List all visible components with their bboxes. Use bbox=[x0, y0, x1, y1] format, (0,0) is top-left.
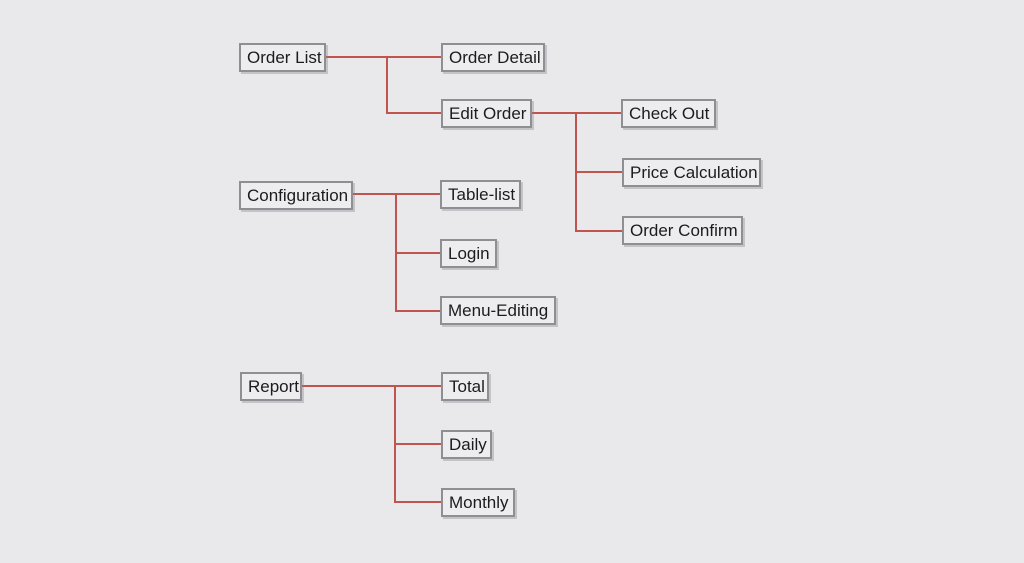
node-order-detail: Order Detail bbox=[441, 43, 545, 72]
node-report: Report bbox=[240, 372, 302, 401]
node-check-out: Check Out bbox=[621, 99, 716, 128]
node-monthly: Monthly bbox=[441, 488, 515, 517]
node-menu-editing: Menu-Editing bbox=[440, 296, 556, 325]
node-daily: Daily bbox=[441, 430, 492, 459]
node-order-confirm: Order Confirm bbox=[622, 216, 743, 245]
node-price-calculation: Price Calculation bbox=[622, 158, 761, 187]
edge-order-list-edit-order-stub bbox=[386, 112, 441, 114]
edge-order-list-edit-order-vertical bbox=[386, 56, 388, 114]
edge-report-monthly-stub bbox=[394, 501, 441, 503]
node-table-list: Table-list bbox=[440, 180, 521, 209]
edge-edit-order-price-calculation-stub bbox=[575, 171, 622, 173]
node-total: Total bbox=[441, 372, 489, 401]
edge-report-daily-stub bbox=[394, 443, 441, 445]
edge-configuration-menu-editing-stub bbox=[395, 310, 440, 312]
edge-configuration-login-stub bbox=[395, 252, 440, 254]
node-edit-order: Edit Order bbox=[441, 99, 532, 128]
node-order-list: Order List bbox=[239, 43, 326, 72]
edge-order-list-order-detail bbox=[326, 56, 441, 58]
edge-report-total bbox=[302, 385, 441, 387]
edge-edit-order-order-confirm-stub bbox=[575, 230, 622, 232]
node-configuration: Configuration bbox=[239, 181, 353, 210]
node-login: Login bbox=[440, 239, 497, 268]
